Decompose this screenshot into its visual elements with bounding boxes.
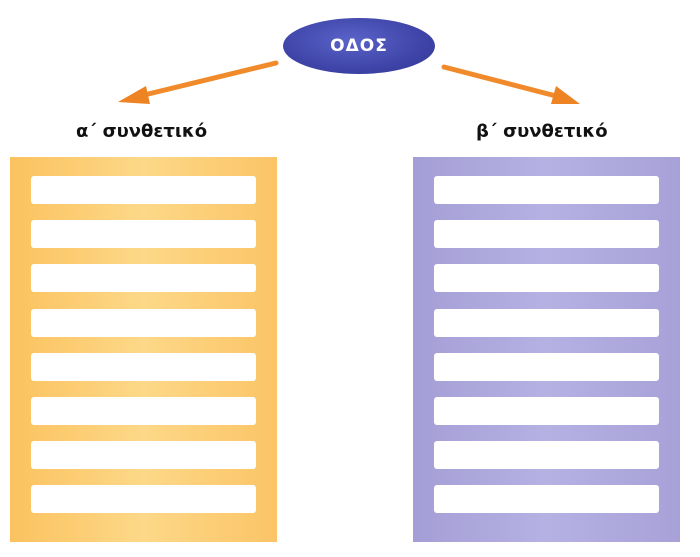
right-slot-6[interactable]	[434, 396, 659, 425]
right-column-title: β΄ συνθετικό	[476, 121, 608, 142]
left-column-title: α΄ συνθετικό	[76, 121, 208, 142]
left-slot-7[interactable]	[31, 441, 256, 470]
left-panel	[10, 157, 277, 542]
right-slot-7[interactable]	[434, 441, 659, 470]
right-panel	[413, 157, 680, 542]
left-slot-5[interactable]	[31, 352, 256, 381]
left-slot-8[interactable]	[31, 485, 256, 514]
right-slot-8[interactable]	[434, 485, 659, 514]
arrow-to-left	[118, 60, 279, 104]
right-slot-3[interactable]	[434, 264, 659, 293]
left-slot-1[interactable]	[31, 176, 256, 204]
arrow-to-right	[441, 64, 580, 104]
left-slot-3[interactable]	[31, 264, 256, 293]
left-slot-4[interactable]	[31, 308, 256, 337]
right-slot-4[interactable]	[434, 308, 659, 337]
left-slot-6[interactable]	[31, 396, 256, 425]
right-slot-1[interactable]	[434, 176, 659, 204]
root-label: ΟΔΟΣ	[330, 36, 388, 56]
right-slot-2[interactable]	[434, 220, 659, 249]
left-slot-2[interactable]	[31, 220, 256, 249]
root-node: ΟΔΟΣ	[283, 18, 435, 74]
right-slot-5[interactable]	[434, 352, 659, 381]
